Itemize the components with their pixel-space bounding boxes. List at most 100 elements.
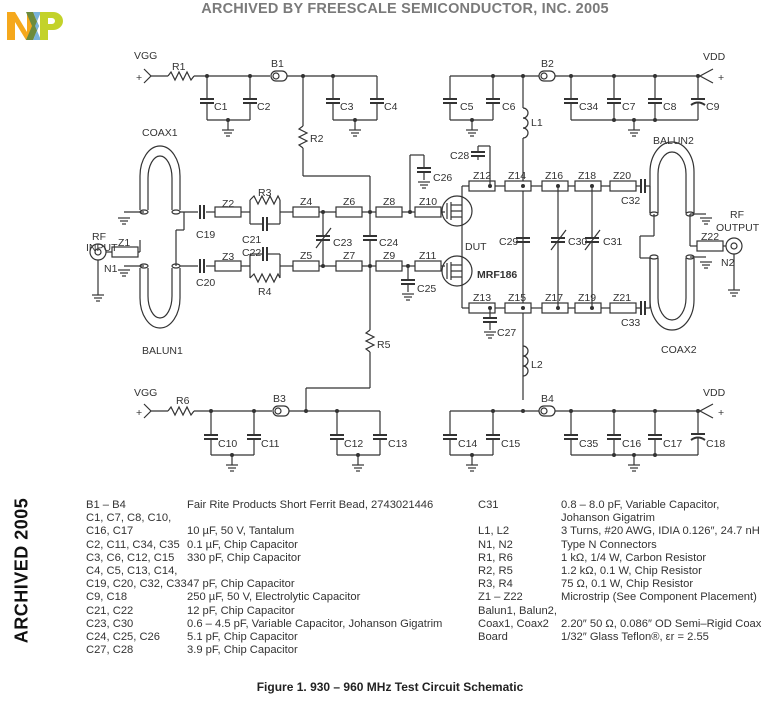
parts-row: C1, C7, C8, C10, xyxy=(86,512,442,525)
label-z18: Z18 xyxy=(578,170,596,182)
label-c5: C5 xyxy=(460,101,474,113)
part-ref: C9, C18 xyxy=(86,591,128,604)
part-ref: Z1 – Z22 xyxy=(478,591,523,604)
part-desc: 3.9 pF, Chip Capacitor xyxy=(187,644,298,657)
part-ref: R3, R4 xyxy=(478,578,513,591)
part-desc: 1/32″ Glass Teflon®, εr = 2.55 xyxy=(561,631,709,644)
part-desc: 12 pF, Chip Capacitor xyxy=(187,604,295,617)
label-b2: B2 xyxy=(541,58,554,70)
r6-resistor xyxy=(167,405,195,417)
part-desc: 2.20″ 50 Ω, 0.086″ OD Semi–Rigid Coax xyxy=(561,617,762,630)
r4-resistor xyxy=(249,272,281,284)
label-c13: C13 xyxy=(388,438,407,450)
label-r4: R4 xyxy=(258,286,272,298)
logo-x-right xyxy=(33,12,41,40)
label-r2: R2 xyxy=(310,133,324,145)
part-desc: 1 kΩ, 1/4 W, Carbon Resistor xyxy=(561,551,707,564)
label-dut: DUT xyxy=(465,241,487,253)
label-c2: C2 xyxy=(257,101,271,113)
label-c24: C24 xyxy=(379,237,398,249)
label-z4: Z4 xyxy=(300,196,312,208)
label-z8: Z8 xyxy=(383,196,395,208)
part-desc: 47 pF, Chip Capacitor xyxy=(187,578,295,591)
label-c10: C10 xyxy=(218,438,237,450)
label-b4: B4 xyxy=(541,393,554,405)
parts-row: C2, C11, C34, C35 0.1 µF, Chip Capacitor xyxy=(86,539,442,552)
label-balun1: BALUN1 xyxy=(142,345,183,357)
label-r3: R3 xyxy=(258,187,272,199)
part-desc: 330 pF, Chip Capacitor xyxy=(187,551,301,564)
part-desc: Type N Connectors xyxy=(561,538,657,551)
part-desc: Fair Rite Products Short Ferrit Bead, 27… xyxy=(187,499,434,511)
transistor-lower xyxy=(441,255,473,287)
part-desc: 0.1 µF, Chip Capacitor xyxy=(187,538,298,551)
parts-row: C3, C6, C12, C15 330 pF, Chip Capacitor xyxy=(86,552,442,565)
label-c19: C19 xyxy=(196,229,215,241)
label-n2: N2 xyxy=(721,257,735,269)
part-ref: C24, C25, C26 xyxy=(86,631,161,644)
rf-output-connector xyxy=(725,237,743,255)
part-desc: 0.6 – 4.5 pF, Variable Capacitor, Johans… xyxy=(187,617,443,630)
r3-resistor xyxy=(249,194,281,206)
label-c34: C34 xyxy=(579,101,598,113)
label-z2: Z2 xyxy=(222,198,234,210)
label-l2: L2 xyxy=(531,359,543,371)
label-vdd-top: VDD xyxy=(703,51,726,63)
label-c17: C17 xyxy=(663,438,682,450)
label-rf-out-1: RF xyxy=(730,209,744,221)
label-c35: C35 xyxy=(579,438,598,450)
parts-row: Johanson Gigatrim xyxy=(478,512,761,525)
figure-caption: Figure 1. 930 – 960 MHz Test Circuit Sch… xyxy=(256,680,524,694)
label-b3: B3 xyxy=(273,393,286,405)
label-c30: C30 xyxy=(568,236,587,248)
label-rf-in-2: INPUT xyxy=(86,242,118,254)
part-ref: N1, N2 xyxy=(478,538,513,551)
label-z1: Z1 xyxy=(118,237,130,249)
circuit-schematic: VGG + R1 B1 C1 C2 C3 C4 R2 B2 VDD + C5 C… xyxy=(86,50,760,472)
parts-row: R2, R5 1.2 kΩ, 0.1 W, Chip Resistor xyxy=(478,565,761,578)
archive-banner: ARCHIVED BY FREESCALE SEMICONDUCTOR, INC… xyxy=(201,1,609,17)
part-ref: C16, C17 xyxy=(86,525,134,538)
part-ref: C2, C11, C34, C35 xyxy=(86,538,180,551)
label-c31: C31 xyxy=(603,236,622,248)
label-c29: C29 xyxy=(499,236,518,248)
label-c18: C18 xyxy=(706,438,725,450)
parts-row: N1, N2 Type N Connectors xyxy=(478,539,761,552)
label-c1: C1 xyxy=(214,101,228,113)
label-z6: Z6 xyxy=(343,196,355,208)
label-c6: C6 xyxy=(502,101,516,113)
vgg-bottom-rail xyxy=(143,403,388,472)
label-vgg-top: VGG xyxy=(134,50,157,62)
label-rf-out-2: OUTPUT xyxy=(716,222,760,234)
parts-row: R3, R4 75 Ω, 0.1 W, Chip Resistor xyxy=(478,578,761,591)
label-c12: C12 xyxy=(344,438,363,450)
label-z13: Z13 xyxy=(473,292,491,304)
label-z15: Z15 xyxy=(508,292,526,304)
balun2-coax2 xyxy=(639,141,743,331)
label-rf-in-1: RF xyxy=(92,231,106,243)
part-ref: R2, R5 xyxy=(478,565,513,578)
label-c28: C28 xyxy=(450,150,469,162)
label-c15: C15 xyxy=(501,438,520,450)
label-plus: + xyxy=(136,72,142,84)
part-ref: C3, C6, C12, C15 xyxy=(86,551,175,564)
part-desc: 1.2 kΩ, 0.1 W, Chip Resistor xyxy=(561,565,702,578)
part-ref: Board xyxy=(478,631,508,644)
label-c27: C27 xyxy=(497,327,516,339)
part-desc: 75 Ω, 0.1 W, Chip Resistor xyxy=(561,578,694,591)
label-c8: C8 xyxy=(663,101,677,113)
label-z20: Z20 xyxy=(613,170,631,182)
label-c9: C9 xyxy=(706,101,720,113)
label-r5: R5 xyxy=(377,339,391,351)
label-z14: Z14 xyxy=(508,170,526,182)
label-z17: Z17 xyxy=(545,292,563,304)
input-matching-network xyxy=(199,154,445,410)
label-balun2: BALUN2 xyxy=(653,135,694,147)
label-c25: C25 xyxy=(417,283,436,295)
